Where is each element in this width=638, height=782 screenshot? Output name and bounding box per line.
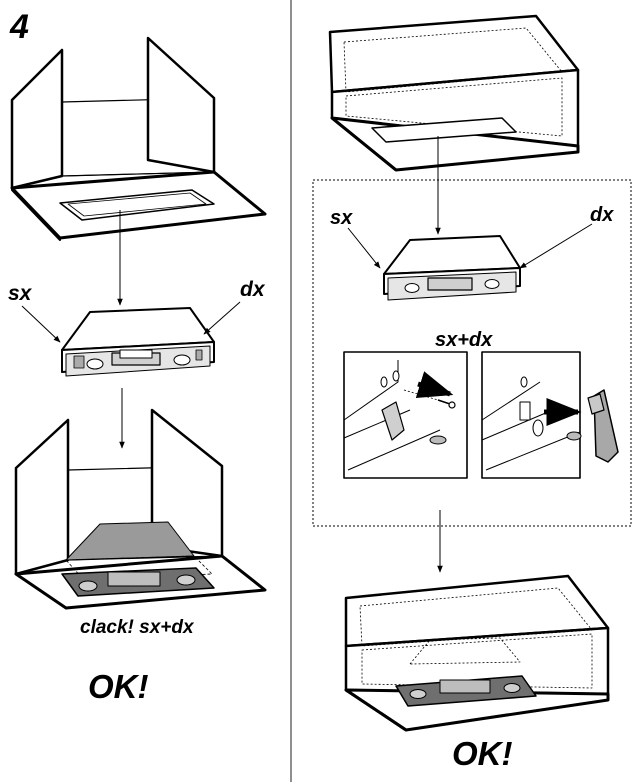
cabinet-top-right: [328, 14, 580, 172]
step-number: 4: [10, 8, 29, 46]
label-dx-right: dx: [590, 204, 614, 226]
label-sx-left: sx: [8, 282, 32, 305]
loose-bracket: [587, 389, 619, 463]
label-sx-right: sx: [330, 207, 353, 229]
cabinet-assembled-left: [14, 408, 267, 610]
label-ok-left: OK!: [88, 668, 149, 705]
detail-remove-bracket: [481, 351, 582, 479]
label-clack: clack! sx+dx: [80, 617, 194, 638]
hood-insert-left: [61, 307, 215, 377]
detail-remove-screw: [343, 351, 468, 479]
cabinet-assembled-right: [344, 574, 610, 732]
arrow-remove-screw: [415, 371, 454, 398]
hood-insert-right: [383, 235, 521, 301]
label-ok-right: OK!: [452, 735, 513, 772]
arrow-dx-left: [203, 301, 241, 335]
label-dx-left: dx: [240, 278, 265, 301]
arrow-dx-right: [519, 223, 593, 269]
arrow-sx-left: [21, 305, 61, 343]
arrow-sx-right: [347, 227, 381, 269]
label-sx-plus-dx: sx+dx: [435, 329, 493, 351]
cabinet-top-left: [10, 36, 267, 241]
